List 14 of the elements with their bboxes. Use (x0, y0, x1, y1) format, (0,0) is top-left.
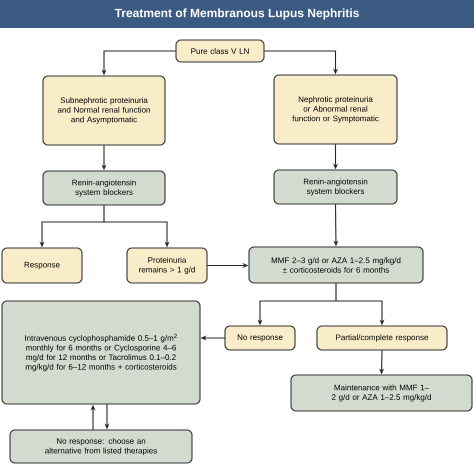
treatment-box: Renin-angiotensin system blockers (42, 170, 166, 206)
condition-box: Proteinuria remains > 1 g/d (126, 247, 208, 284)
treatment-box: Intravenous cyclophosphamide 0.5–1 g/m$^{2}$ monthly for 6 months or Cyclosporine 4–6 mg/d for 12 months or Tacrolimus 0.1–0.2 mg/kg/d for 6–12 months + corticosteroids (1, 300, 201, 405)
condition-box: Partial/complete response (316, 325, 448, 351)
treatment-box: No response: choose an alternative from listed therapies (9, 429, 193, 464)
treatment-box: Maintenance with MMF 1–2 g/d or AZA 1–2.5 mg/kg/d (290, 374, 473, 412)
condition-box: Response (1, 247, 83, 284)
title-bar: Treatment of Membranous Lupus Nephritis (0, 0, 474, 28)
condition-box: Pure class V LN (175, 39, 265, 63)
condition-box: Nephrotic proteinuria or Abnormal renal function or Symptomatic (273, 74, 398, 145)
treatment-box: Renin-angiotensin system blockers (273, 169, 398, 205)
condition-box: No response (224, 325, 296, 351)
treatment-box: MMF 2–3 g/d or AZA 1–2.5 mg/kg/d ± corticosteroids for 6 months (248, 246, 424, 284)
condition-box: Subnephrotic proteinuria and Normal renal function and Asymptomatic (42, 75, 166, 146)
